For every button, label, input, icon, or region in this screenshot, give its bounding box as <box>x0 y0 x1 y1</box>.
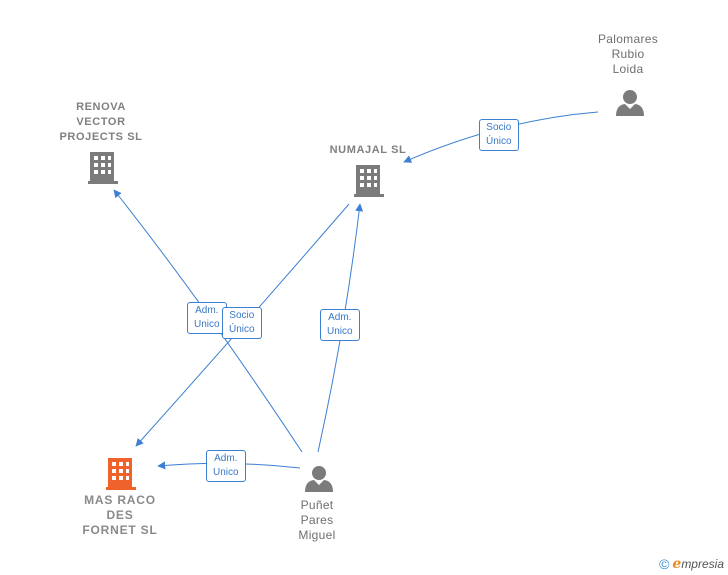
building-icon <box>88 152 118 184</box>
node-label-punet[interactable]: Puñet Pares Miguel <box>298 498 336 542</box>
copyright-icon: © <box>659 556 670 572</box>
node-label-palomares[interactable]: Palomares Rubio Loida <box>597 32 659 76</box>
node-label-numajal[interactable]: NUMAJAL SL <box>329 144 407 156</box>
brand-logo: empresia <box>672 556 724 572</box>
person-icon <box>616 90 644 116</box>
main-building-icon <box>106 458 136 490</box>
edge-label-masraco-renova[interactable]: Adm. Unico <box>187 302 227 334</box>
edge-label-palomares-numajal[interactable]: Socio Único <box>479 119 519 151</box>
node-label-renova[interactable]: RENOVA VECTOR PROJECTS SL <box>59 101 143 143</box>
edge-label-punet-numajal[interactable]: Adm. Unico <box>320 309 360 341</box>
person-icon <box>305 466 333 492</box>
brand-footer[interactable]: © empresia <box>659 556 724 572</box>
edge-label-punet-masraco[interactable]: Adm. Unico <box>206 450 246 482</box>
node-label-masraco[interactable]: MAS RACO DES FORNET SL <box>82 493 158 537</box>
edge-label-masraco-numajal[interactable]: Socio Único <box>222 307 262 339</box>
building-icon <box>354 165 384 197</box>
